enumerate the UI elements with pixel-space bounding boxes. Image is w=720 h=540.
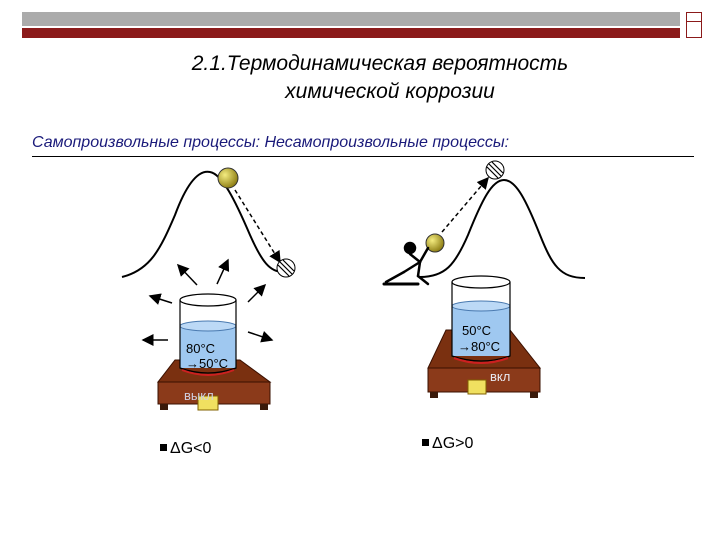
left-beaker [179, 293, 237, 376]
bullet-icon [422, 439, 429, 446]
left-temp-line1: 80°С [186, 341, 216, 356]
slide-title-line1: 2.1.Термодинамическая вероятность [191, 52, 569, 75]
header-accent-line [22, 28, 680, 38]
left-ball-bottom [276, 258, 296, 278]
right-dashed-trajectory [441, 176, 489, 233]
heat-arrows [141, 258, 274, 346]
left-temp-line2: →50°С [186, 356, 229, 371]
pushing-figure [382, 241, 430, 286]
right-ball-top [485, 160, 505, 180]
left-switch-label: выкл [184, 388, 214, 403]
right-beaker [451, 275, 511, 364]
right-temp-line1: 50°С [462, 323, 492, 338]
left-hill-curve [121, 170, 284, 278]
slide-subtitle: Самопроизвольные процессы: Несамопроизво… [32, 134, 510, 151]
right-hill-curve [419, 178, 586, 279]
left-dashed-trajectory [234, 189, 281, 264]
right-temp-line2: →80°С [458, 339, 501, 354]
right-switch-label: вкл [490, 369, 511, 384]
right-delta-g-text: ΔG>0 [432, 435, 474, 452]
left-delta-g: ΔG<0 [160, 440, 211, 458]
header-bar [22, 12, 680, 26]
left-ball-top [217, 167, 239, 189]
subtitle-divider [32, 156, 694, 157]
right-ball-mid [425, 233, 445, 253]
left-delta-g-text: ΔG<0 [170, 440, 212, 457]
bullet-icon [160, 444, 167, 451]
slide-title-line2: химической коррозии [285, 80, 495, 103]
right-delta-g: ΔG>0 [422, 435, 473, 453]
corner-decoration [686, 12, 702, 38]
